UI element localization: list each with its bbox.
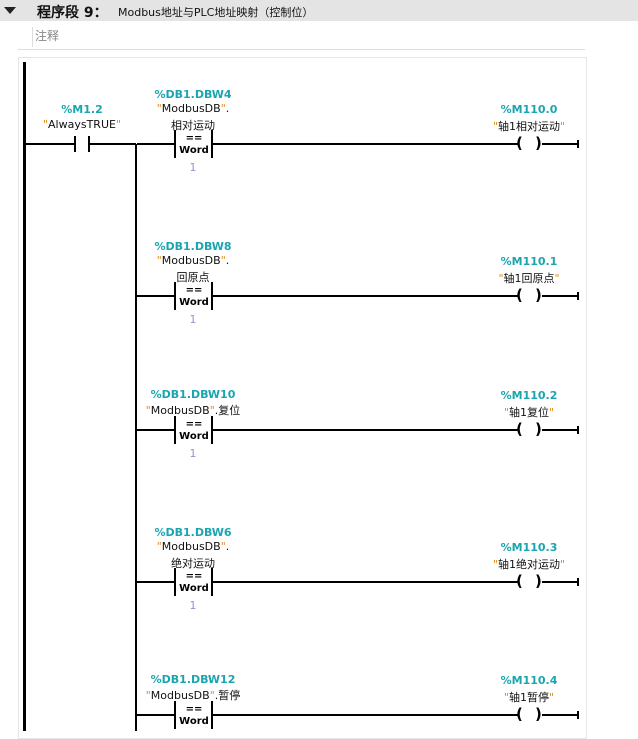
compare-member[interactable]: 回原点 <box>176 271 210 284</box>
compare-value[interactable]: 1 <box>189 161 197 174</box>
compare-operator: == <box>185 704 203 715</box>
wire <box>542 143 578 145</box>
coil-name[interactable]: "轴1复位" <box>503 406 555 419</box>
rung-end <box>577 292 579 300</box>
compare-box-left <box>174 568 176 596</box>
coil-address[interactable]: %M110.0 <box>500 103 558 116</box>
compare-operator: == <box>185 571 203 582</box>
compare-operator: == <box>185 133 203 144</box>
rung-end <box>577 578 579 586</box>
compare-operator: == <box>185 285 203 296</box>
wire <box>137 429 174 431</box>
compare-type: Word <box>179 431 209 442</box>
contact-address[interactable]: %M1.2 <box>61 103 103 116</box>
wire <box>213 429 519 431</box>
divider <box>18 49 585 50</box>
compare-operand[interactable]: "ModbusDB".暂停 <box>145 689 241 702</box>
coil-left-paren[interactable]: ( <box>516 134 523 152</box>
compare-type: Word <box>179 297 209 308</box>
rung-end <box>577 711 579 719</box>
compare-box-left <box>174 130 176 158</box>
collapse-triangle-icon[interactable] <box>4 7 16 14</box>
compare-value[interactable]: 1 <box>189 447 197 460</box>
compare-box-right <box>211 416 213 444</box>
compare-box-left <box>174 282 176 310</box>
coil-right-paren[interactable]: ) <box>535 420 542 438</box>
compare-value[interactable]: 1 <box>189 313 197 326</box>
rung-end <box>577 426 579 434</box>
wire <box>213 143 519 145</box>
wire <box>213 714 519 716</box>
coil-address[interactable]: %M110.1 <box>500 255 558 268</box>
compare-address[interactable]: %DB1.DBW4 <box>154 88 232 101</box>
wire <box>137 143 174 145</box>
wire <box>542 581 578 583</box>
compare-member[interactable]: 绝对运动 <box>171 557 215 570</box>
compare-operand[interactable]: "ModbusDB".复位 <box>145 404 241 417</box>
coil-left-paren[interactable]: ( <box>516 705 523 723</box>
coil-name[interactable]: "轴1回原点" <box>498 272 560 285</box>
network-header: 程序段 9： Modbus地址与PLC地址映射（控制位） <box>0 0 638 21</box>
rung-end <box>577 140 579 148</box>
compare-type: Word <box>179 716 209 727</box>
compare-operand[interactable]: "ModbusDB". <box>156 102 230 115</box>
coil-right-paren[interactable]: ) <box>535 134 542 152</box>
compare-address[interactable]: %DB1.DBW6 <box>154 526 232 539</box>
coil-right-paren[interactable]: ) <box>535 572 542 590</box>
wire <box>25 143 75 145</box>
compare-member[interactable]: 相对运动 <box>171 119 215 132</box>
compare-box-right <box>211 701 213 729</box>
compare-address[interactable]: %DB1.DBW10 <box>150 388 236 401</box>
branch-line <box>135 144 137 731</box>
network-title: 程序段 9： <box>37 5 108 21</box>
wire <box>90 143 136 145</box>
contact-name[interactable]: "AlwaysTRUE" <box>42 118 122 131</box>
coil-right-paren[interactable]: ) <box>535 705 542 723</box>
coil-address[interactable]: %M110.2 <box>500 389 558 402</box>
compare-operand[interactable]: "ModbusDB". <box>156 540 230 553</box>
coil-left-paren[interactable]: ( <box>516 572 523 590</box>
wire <box>213 295 519 297</box>
network-comment[interactable]: 注释 <box>32 27 588 47</box>
network-subtitle[interactable]: Modbus地址与PLC地址映射（控制位） <box>118 6 314 19</box>
coil-left-paren[interactable]: ( <box>516 420 523 438</box>
compare-box-right <box>211 282 213 310</box>
coil-name[interactable]: "轴1绝对运动" <box>492 558 566 571</box>
wire <box>542 429 578 431</box>
compare-operand[interactable]: "ModbusDB". <box>156 254 230 267</box>
compare-box-left <box>174 416 176 444</box>
wire <box>542 295 578 297</box>
wire <box>213 581 519 583</box>
compare-type: Word <box>179 583 209 594</box>
coil-name[interactable]: "轴1暂停" <box>503 691 555 704</box>
compare-box-right <box>211 568 213 596</box>
coil-address[interactable]: %M110.4 <box>500 674 558 687</box>
compare-type: Word <box>179 145 209 156</box>
coil-name[interactable]: "轴1相对运动" <box>492 120 566 133</box>
contact-left <box>74 136 76 152</box>
coil-address[interactable]: %M110.3 <box>500 541 558 554</box>
compare-address[interactable]: %DB1.DBW8 <box>154 240 232 253</box>
coil-right-paren[interactable]: ) <box>535 286 542 304</box>
power-rail <box>23 62 26 731</box>
coil-left-paren[interactable]: ( <box>516 286 523 304</box>
compare-box-right <box>211 130 213 158</box>
compare-operator: == <box>185 419 203 430</box>
wire <box>137 714 174 716</box>
wire <box>137 581 174 583</box>
compare-box-left <box>174 701 176 729</box>
compare-value[interactable]: 1 <box>189 599 197 612</box>
contact-right <box>88 136 90 152</box>
wire <box>137 295 174 297</box>
compare-address[interactable]: %DB1.DBW12 <box>150 673 236 686</box>
wire <box>542 714 578 716</box>
